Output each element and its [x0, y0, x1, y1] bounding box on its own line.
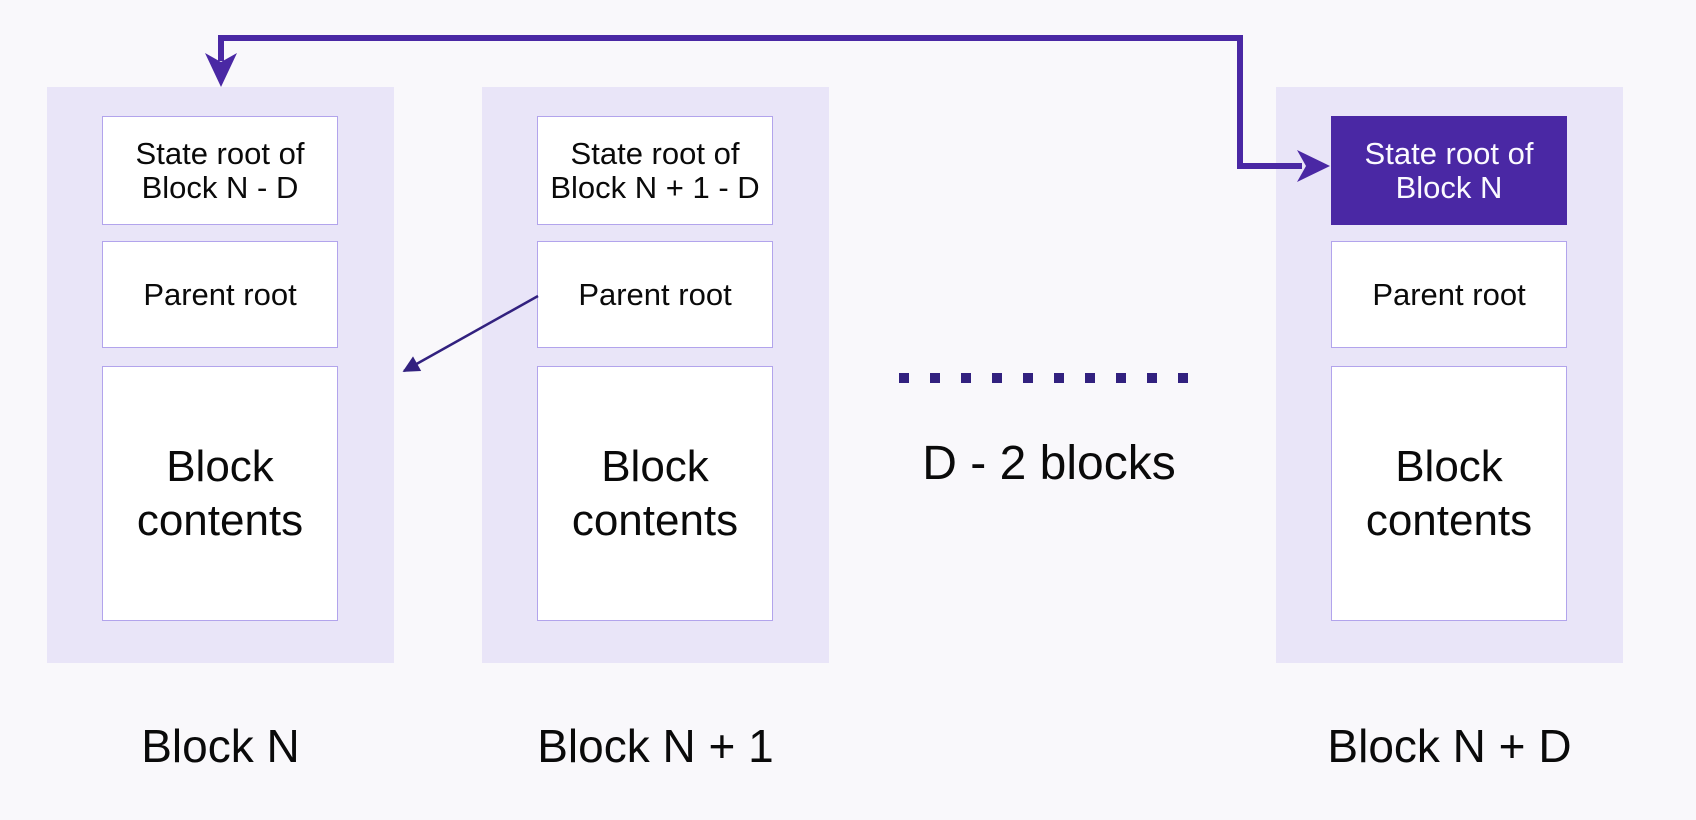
arrowhead-down-icon — [205, 53, 237, 87]
parent-root-text: Parent root — [578, 276, 732, 312]
parent-root-box: Parent root — [537, 241, 773, 348]
state-root-box: State root of Block N - D — [102, 116, 338, 225]
parent-root-text: Parent root — [143, 276, 297, 312]
block-contents-box: Block contents — [102, 366, 338, 621]
block-contents-box: Block contents — [1331, 366, 1567, 621]
block-contents-text: Block contents — [136, 441, 304, 545]
block-n-plus-1-column: State root of Block N + 1 - D Parent roo… — [482, 87, 829, 663]
parent-root-box: Parent root — [102, 241, 338, 348]
block-contents-text: Block contents — [571, 441, 739, 545]
block-n-plus-d-column: State root of Block N Parent root Block … — [1276, 87, 1623, 663]
state-root-box-highlighted: State root of Block N — [1331, 116, 1567, 225]
parent-root-text: Parent root — [1372, 276, 1526, 312]
state-root-text: State root of Block N — [1364, 135, 1534, 205]
parent-root-box: Parent root — [1331, 241, 1567, 348]
block-n-plus-d-label: Block N + D — [1327, 720, 1572, 772]
block-contents-text: Block contents — [1365, 441, 1533, 545]
state-root-text: State root of Block N - D — [135, 135, 305, 205]
block-n-plus-1-label: Block N + 1 — [537, 720, 774, 772]
block-contents-box: Block contents — [537, 366, 773, 621]
state-root-box: State root of Block N + 1 - D — [537, 116, 773, 225]
d-minus-2-blocks-label: D - 2 blocks — [922, 437, 1176, 490]
block-n-column: State root of Block N - D Parent root Bl… — [47, 87, 394, 663]
state-root-text: State root of Block N + 1 - D — [550, 135, 760, 205]
block-n-label: Block N — [141, 720, 300, 772]
